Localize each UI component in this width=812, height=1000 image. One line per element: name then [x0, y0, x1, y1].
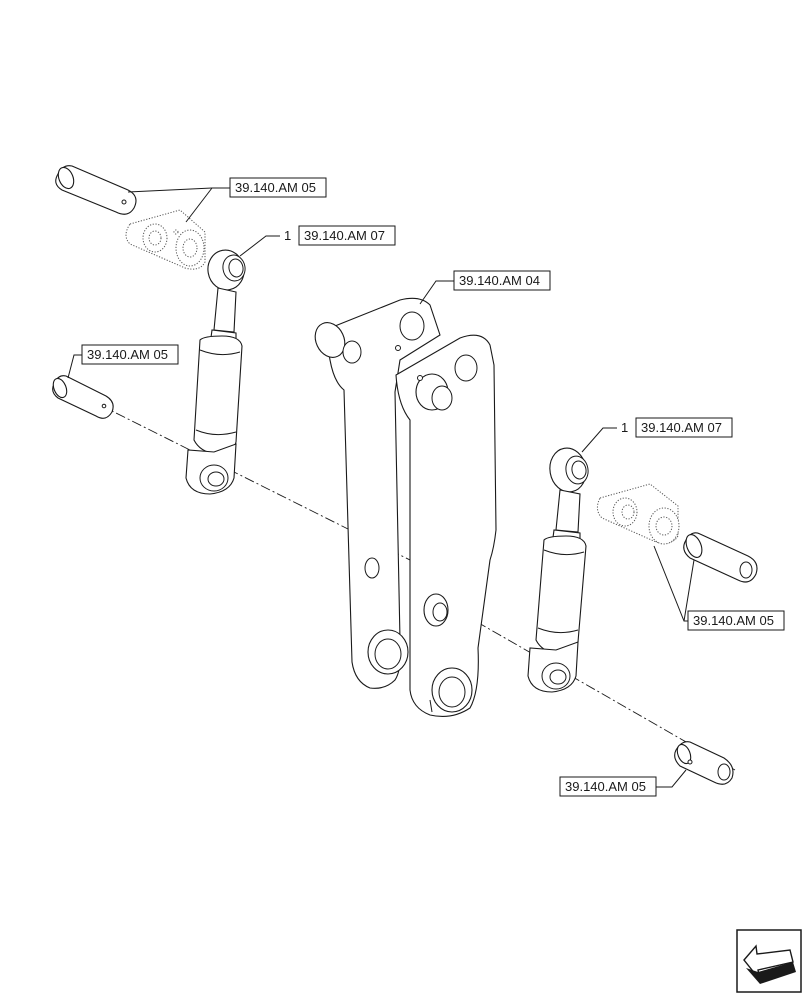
callout-right-cylinder[interactable]: 39.140.AM 07 1 — [581, 417, 733, 453]
callout-item-number: 1 — [284, 228, 291, 243]
callout-ref: 39.140.AM 05 — [565, 779, 646, 794]
callout-top-left-pin[interactable]: 39.140.AM 05 — [127, 177, 327, 223]
callout-left-cylinder[interactable]: 39.140.AM 07 1 — [239, 225, 396, 257]
callout-ref: 39.140.AM 07 — [641, 420, 722, 435]
callout-ref: 39.140.AM 05 — [87, 347, 168, 362]
callout-boom-bracket[interactable]: 39.140.AM 04 — [419, 270, 551, 305]
next-page-arrow-icon[interactable] — [736, 929, 802, 993]
callout-right-pin-clevis[interactable]: 39.140.AM 05 — [653, 545, 785, 631]
pin-bottom-right — [674, 741, 734, 785]
pin-left-middle — [52, 375, 114, 419]
pin-top-left — [55, 165, 137, 215]
cylinder-right — [527, 447, 589, 693]
callout-ref: 39.140.AM 07 — [304, 228, 385, 243]
callout-left-middle-pin[interactable]: 39.140.AM 05 — [67, 344, 179, 379]
clevis-right — [596, 483, 680, 545]
callout-ref: 39.140.AM 04 — [459, 273, 540, 288]
callout-item-number: 1 — [621, 420, 628, 435]
pin-right — [683, 532, 758, 583]
clevis-top-left — [125, 209, 206, 270]
boom-bracket — [314, 297, 497, 717]
callout-ref: 39.140.AM 05 — [693, 613, 774, 628]
cylinder-left — [185, 249, 246, 495]
callout-ref: 39.140.AM 05 — [235, 180, 316, 195]
callout-bottom-right-pin[interactable]: 39.140.AM 05 — [559, 769, 687, 797]
